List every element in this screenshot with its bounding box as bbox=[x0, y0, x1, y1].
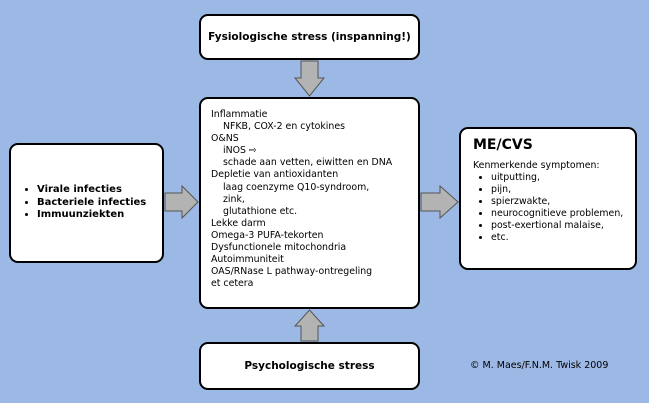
mechanism-line: glutathione etc. bbox=[223, 205, 298, 217]
symptom-item: neurocognitieve problemen, bbox=[491, 208, 635, 220]
symptom-item: pijn, bbox=[491, 184, 635, 196]
mechanism-line: Dysfunctionele mitochondria bbox=[211, 242, 347, 254]
causes-box: Virale infecties Bacteriele infecties Im… bbox=[9, 143, 164, 263]
mechanisms-box: Inflammatie NFKB, COX-2 en cytokines O&N… bbox=[199, 97, 420, 309]
psychological-stress-label: Psychologische stress bbox=[244, 360, 375, 372]
arrow-left-right bbox=[164, 184, 199, 220]
mechanism-line: schade aan vetten, eiwitten en DNA bbox=[223, 157, 393, 169]
physiological-stress-box: Fysiologische stress (inspanning!) bbox=[199, 14, 420, 60]
physiological-stress-label: Fysiologische stress (inspanning!) bbox=[208, 31, 411, 43]
cause-item: Virale infecties bbox=[37, 184, 146, 197]
symptom-item: etc. bbox=[491, 232, 635, 244]
symptom-item: post-exertional malaise, bbox=[491, 220, 635, 232]
mechanism-line: Omega-3 PUFA-tekorten bbox=[211, 229, 324, 241]
mechanism-line: O&NS bbox=[211, 133, 239, 145]
mechanism-line: Autoimmuniteit bbox=[211, 254, 284, 266]
symptoms-intro: Kenmerkende symptomen: bbox=[473, 160, 600, 171]
mechanism-line: Inflammatie bbox=[211, 109, 268, 120]
arrow-bottom-up bbox=[293, 309, 326, 342]
mechanism-line: et cetera bbox=[211, 278, 254, 290]
causes-list: Virale infecties Bacteriele infecties Im… bbox=[11, 184, 146, 222]
me-cvs-box: ME/CVS Kenmerkende symptomen: uitputting… bbox=[459, 127, 637, 270]
psychological-stress-box: Psychologische stress bbox=[199, 342, 420, 390]
copyright-credit: © M. Maes/F.N.M. Twisk 2009 bbox=[470, 360, 609, 371]
arrow-top-down bbox=[293, 60, 326, 97]
cause-item: Bacteriele infecties bbox=[37, 197, 146, 210]
mechanism-line: NFKB, COX-2 en cytokines bbox=[223, 121, 345, 133]
mechanism-line: laag coenzyme Q10-syndroom, bbox=[223, 181, 370, 193]
mechanism-line: OAS/RNase L pathway-ontregeling bbox=[211, 266, 373, 278]
symptom-item: uitputting, bbox=[491, 172, 635, 184]
arrow-center-right bbox=[420, 184, 459, 220]
mechanism-line: zink, bbox=[223, 193, 245, 205]
mechanism-line: iNOS ⇨ bbox=[223, 145, 257, 157]
mechanism-line: Depletie van antioxidanten bbox=[211, 169, 339, 181]
cause-item: Immuunziekten bbox=[37, 209, 146, 222]
me-cvs-title: ME/CVS bbox=[473, 137, 533, 153]
symptoms-list: uitputting, pijn, spierzwakte, neurocogn… bbox=[473, 172, 635, 243]
symptom-item: spierzwakte, bbox=[491, 196, 635, 208]
mechanism-line: Lekke darm bbox=[211, 217, 266, 229]
